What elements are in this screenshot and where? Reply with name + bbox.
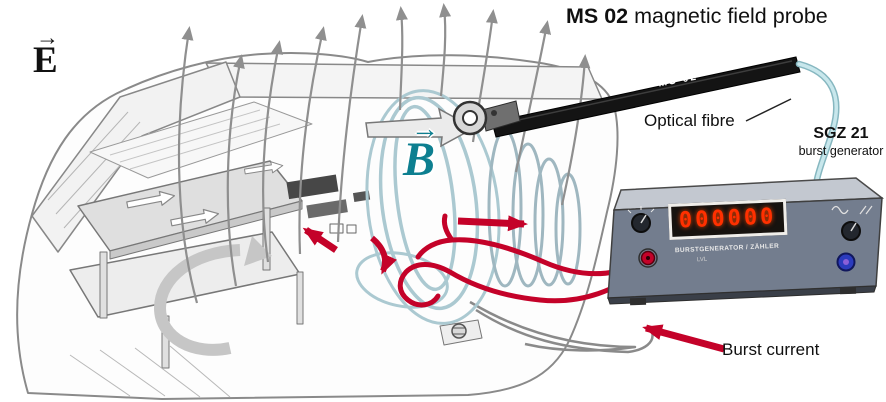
e-field-label: → E [33, 26, 59, 81]
probe-description: magnetic field probe [628, 4, 828, 28]
generator-caption: SGZ 21 burst generator [798, 125, 884, 158]
mode-knob [841, 221, 861, 241]
enclosure-rim [205, 62, 603, 100]
burst-current-label: Burst current [722, 340, 820, 359]
sketch-cables [469, 300, 654, 354]
optical-fibre-pointer [745, 98, 792, 122]
burst-generator-device [607, 177, 885, 306]
level-label: LVL [696, 256, 708, 264]
vector-arrow-icon: → [36, 25, 59, 50]
probe-product-name: MS 02 [566, 4, 629, 28]
generator-subtitle: burst generator [798, 144, 884, 158]
diagram-title: MS 02 magnetic field probe [566, 4, 828, 29]
fibre-connector [836, 252, 856, 272]
standoff-posts [99, 207, 304, 369]
bolt [451, 323, 467, 339]
vector-arrow-icon: → [411, 114, 439, 145]
b-field-label: → B [403, 116, 439, 186]
pulse-symbol-icon [859, 205, 873, 215]
generator-name: SGZ 21 [813, 125, 869, 142]
current-direction-arrows [302, 215, 725, 353]
burst-output-connector [638, 248, 658, 268]
level-knob [627, 206, 655, 233]
counter-display: 000000 [668, 198, 788, 240]
b-field-symbol: B [403, 133, 436, 186]
magnetic-field-loops [355, 89, 501, 325]
rotation-arrow [154, 244, 241, 356]
burst-cables [397, 213, 651, 308]
sine-symbol-icon [831, 205, 849, 215]
optical-fibre-label: Optical fibre [644, 111, 735, 130]
ms02-probe [452, 56, 801, 138]
e-field-symbol: E [33, 40, 58, 81]
field-direction-arrow [365, 107, 476, 148]
